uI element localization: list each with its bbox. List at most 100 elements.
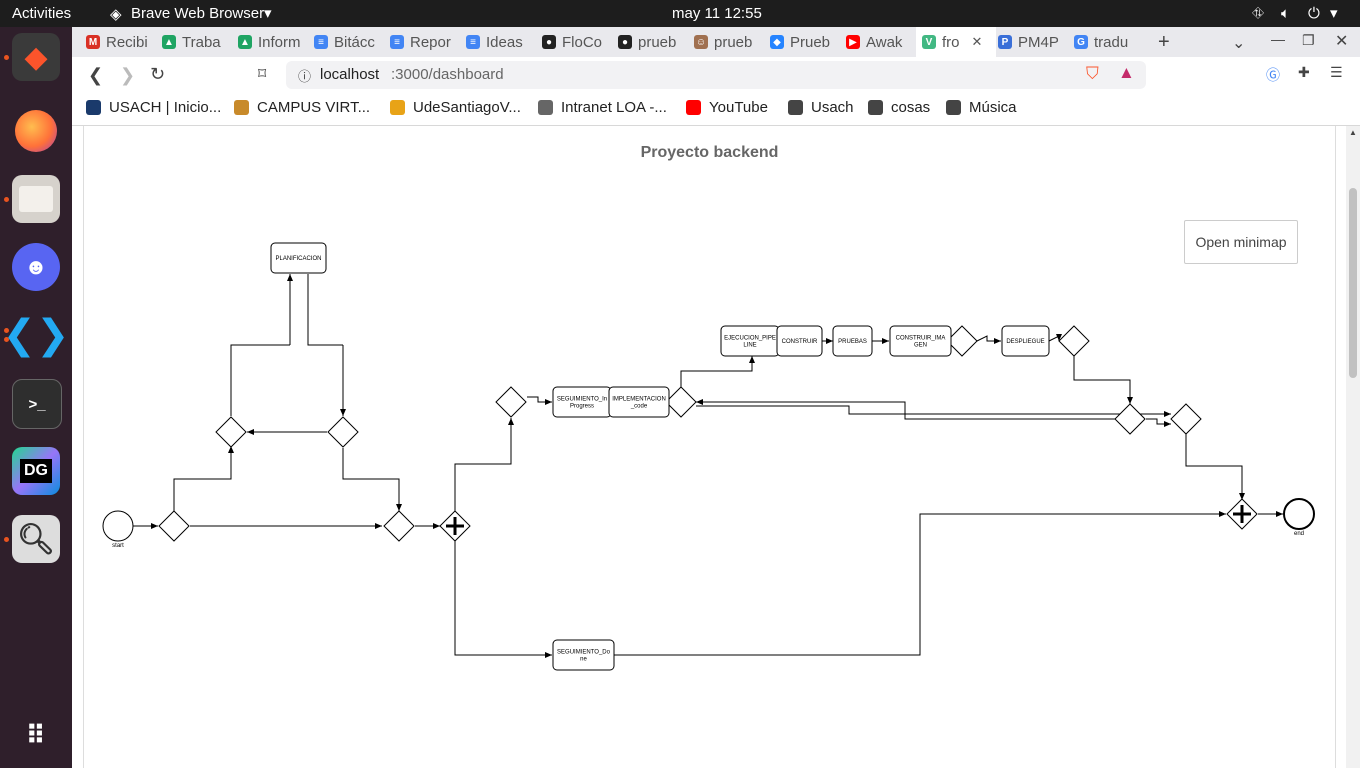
flow-gw1-to-loop <box>173 446 234 511</box>
datagrip-icon[interactable]: DG <box>12 447 60 495</box>
brave-icon[interactable]: ◆ <box>12 33 60 81</box>
bookmark-icon[interactable]: ⌑ <box>258 66 267 83</box>
end-event[interactable] <box>1283 498 1315 530</box>
address-bar[interactable]: ⓘ localhost :3000/dashboard <box>286 61 1146 89</box>
close-window-icon[interactable]: ✕ <box>1335 33 1349 50</box>
exclusive-gateway[interactable] <box>327 416 359 448</box>
task-implementacion-code[interactable] <box>608 386 670 418</box>
parallel-gateway-split-plus-icon <box>446 517 464 535</box>
exclusive-gateway[interactable] <box>495 386 527 418</box>
show-applications-icon[interactable]: ⠿ <box>25 720 47 750</box>
close-tab-icon[interactable]: ✕ <box>971 34 983 49</box>
bookmark-label: Intranet LOA -... <box>561 99 667 116</box>
network-icon[interactable]: ⛗ <box>1252 5 1265 22</box>
exclusive-gateway[interactable] <box>1114 403 1146 435</box>
flow-loop-to-gw2 <box>342 448 402 511</box>
extensions-icon[interactable]: ✚ <box>1298 64 1310 80</box>
bookmark-item[interactable]: YouTube <box>686 99 768 116</box>
menu-icon[interactable]: ☰ <box>1330 64 1343 80</box>
tab-favicon-icon: ≡ <box>466 35 480 49</box>
bpmn-diagram: startendPLANIFICACIONSEGUIMIENTO_InProgr… <box>102 242 1315 671</box>
back-icon[interactable]: ❮ <box>88 65 104 85</box>
task-construir[interactable] <box>776 325 823 357</box>
flow-loop-up <box>230 344 290 416</box>
bookmark-label: USACH | Inicio... <box>109 99 222 116</box>
url-host: localhost <box>320 66 380 83</box>
site-info-icon[interactable]: ⓘ <box>298 69 312 84</box>
task-planificacion[interactable] <box>270 242 327 274</box>
tab-favicon-icon: ☺ <box>694 35 708 49</box>
scrollbar-thumb[interactable] <box>1349 188 1357 378</box>
maximize-icon[interactable]: ❐ <box>1302 32 1315 48</box>
open-minimap-button[interactable]: Open minimap <box>1184 220 1298 264</box>
browser-tab[interactable]: ≡Bitácc <box>308 27 388 57</box>
task-label: Progress <box>570 404 594 410</box>
tab-label: Recibi <box>106 33 148 51</box>
system-menu-chevron-icon[interactable]: ▾ <box>1330 5 1338 22</box>
bookmark-item[interactable]: Música <box>946 99 1017 116</box>
reload-icon[interactable]: ↻ <box>150 64 166 84</box>
tab-favicon-icon: ◆ <box>770 35 784 49</box>
exclusive-gateway[interactable] <box>1058 325 1090 357</box>
task-pruebas[interactable] <box>832 325 873 357</box>
firefox-icon[interactable] <box>12 107 60 155</box>
task-seguimiento-done[interactable] <box>552 639 615 671</box>
vscode-icon[interactable]: ❮❯ <box>2 313 70 357</box>
browser-tab[interactable]: ▶Awak <box>840 27 920 57</box>
exclusive-gateway[interactable] <box>158 510 190 542</box>
running-indicator <box>4 337 9 342</box>
end-event-label: end <box>1294 531 1304 537</box>
browser-tab[interactable]: ≡Repor <box>384 27 464 57</box>
discord-icon[interactable]: ☻ <box>12 243 60 291</box>
brave-rewards-icon[interactable]: ▲ <box>1118 63 1135 82</box>
search-tool-icon[interactable]: 🔍︎ <box>12 515 60 563</box>
browser-tab[interactable]: ≡Ideas <box>460 27 540 57</box>
bookmark-item[interactable]: Usach <box>788 99 854 116</box>
bookmark-item[interactable]: UdeSantiagoV... <box>390 99 521 116</box>
browser-tab[interactable]: ☺prueb <box>688 27 768 57</box>
start-event[interactable] <box>102 510 134 542</box>
exclusive-gateway[interactable] <box>665 386 697 418</box>
page-scrollbar[interactable]: ▲ <box>1346 126 1360 768</box>
exclusive-gateway[interactable] <box>215 416 247 448</box>
activities-button[interactable]: Activities <box>12 5 72 22</box>
translate-icon[interactable]: Ⓖ <box>1266 67 1280 83</box>
bookmark-item[interactable]: CAMPUS VIRT... <box>234 99 370 116</box>
power-icon[interactable]: ⏻ <box>1308 5 1320 22</box>
minimize-icon[interactable]: — <box>1271 31 1285 47</box>
browser-tab[interactable]: ◆Prueb <box>764 27 844 57</box>
bookmarks-bar: USACH | Inicio... CAMPUS VIRT... UdeSantia… <box>72 92 1360 126</box>
files-icon[interactable] <box>12 175 60 223</box>
task-label: SEGUIMIENTO_In <box>557 397 607 403</box>
exclusive-gateway[interactable] <box>383 510 415 542</box>
brave-shields-icon[interactable]: ⛉ <box>1086 64 1099 83</box>
browser-tab[interactable]: ●FloCo <box>536 27 616 57</box>
scroll-up-icon[interactable]: ▲ <box>1349 128 1357 137</box>
task-despliegue[interactable] <box>1001 325 1050 357</box>
sequence-flows <box>132 274 1283 658</box>
parallel-gateway-join-plus-icon <box>1233 505 1251 523</box>
tab-label: Bitácc <box>334 33 375 51</box>
clock[interactable]: may 11 12:55 <box>672 5 762 22</box>
forward-icon[interactable]: ❯ <box>120 65 136 85</box>
tab-search-icon[interactable]: ⌄ <box>1232 35 1246 52</box>
exclusive-gateway[interactable] <box>1170 403 1202 435</box>
diagram-card: Proyecto backend Open minimap <box>83 126 1336 768</box>
bookmark-item[interactable]: Intranet LOA -... <box>538 99 667 116</box>
bookmark-item[interactable]: cosas <box>868 99 930 116</box>
browser-tab[interactable]: ●prueb <box>612 27 692 57</box>
browser-tab[interactable]: ▲Inform <box>232 27 312 57</box>
task-construir-imagen[interactable] <box>889 325 952 357</box>
volume-icon[interactable]: 🔈︎ <box>1281 5 1291 22</box>
new-tab-icon[interactable]: + <box>1158 31 1170 53</box>
app-menu[interactable]: Brave Web Browser <box>131 5 265 22</box>
exclusive-gateway[interactable] <box>946 325 978 357</box>
terminal-icon[interactable]: >_ <box>12 379 62 429</box>
browser-tab[interactable]: ▲Traba <box>156 27 236 57</box>
bookmark-item[interactable]: USACH | Inicio... <box>86 99 221 116</box>
